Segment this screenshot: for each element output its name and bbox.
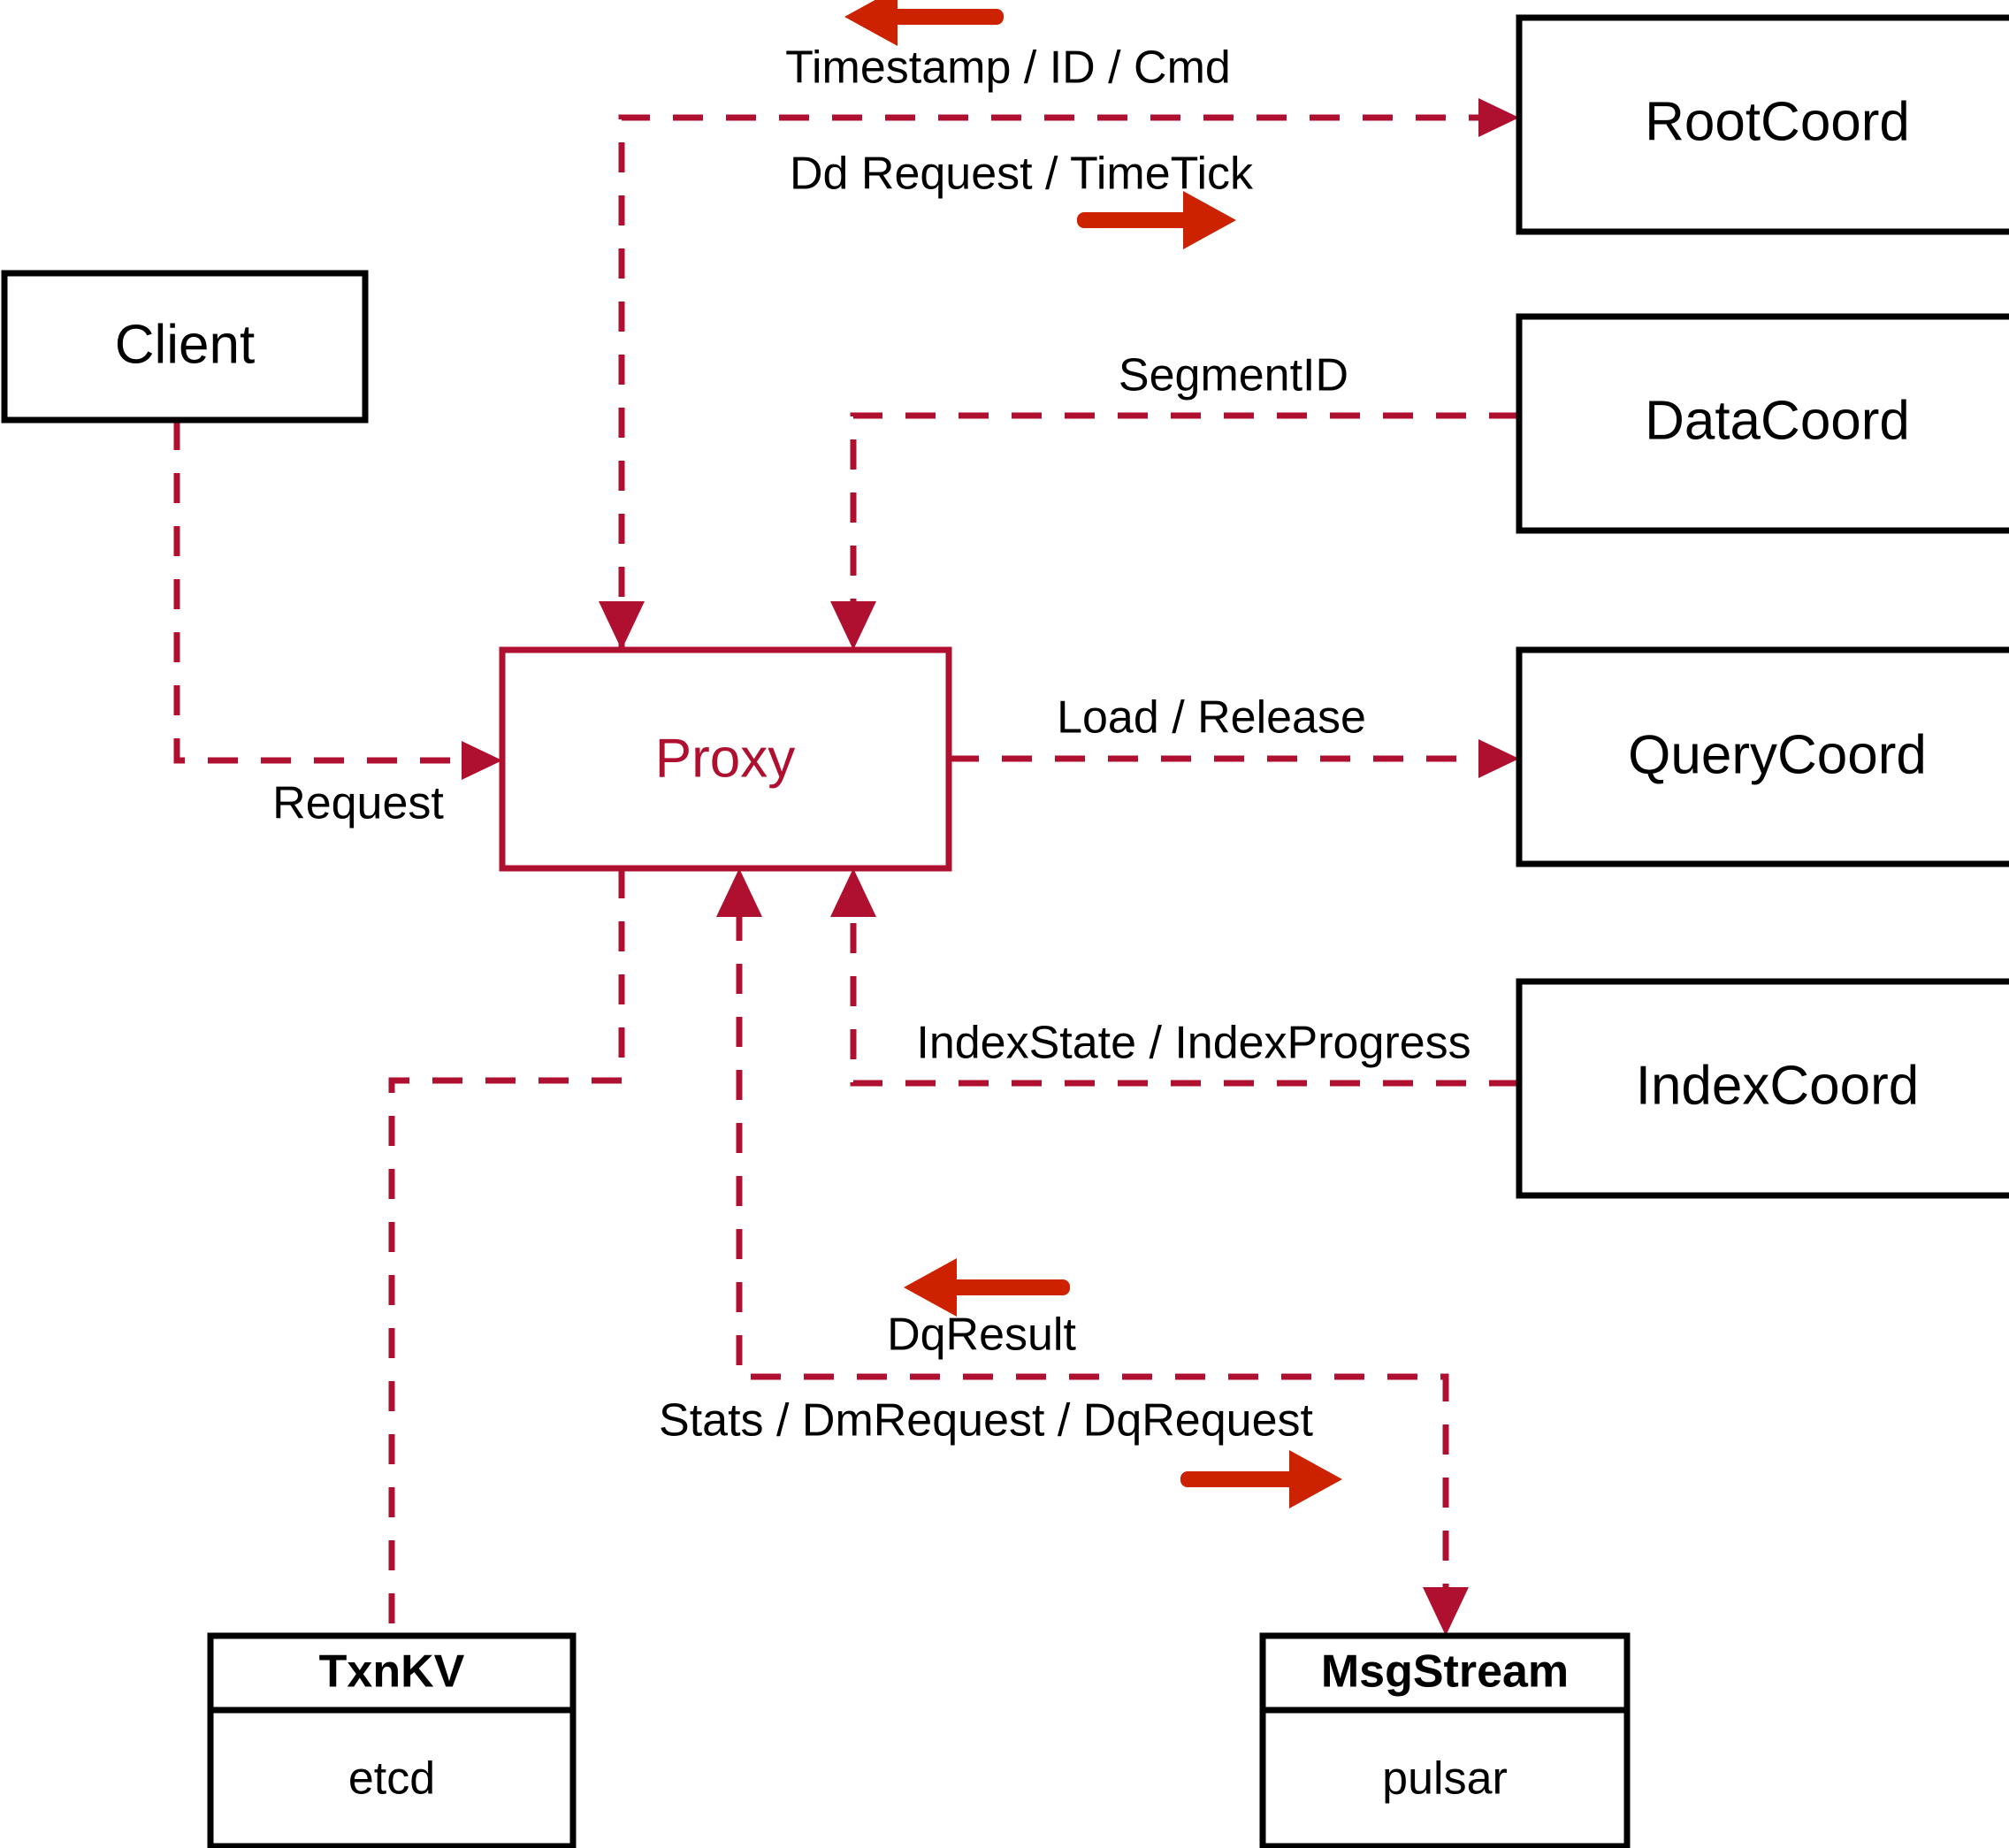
arrowhead-rootcoord-in <box>1478 98 1519 137</box>
edge-proxy-to-msgstream <box>716 868 1469 1636</box>
node-proxy[interactable]: Proxy <box>499 646 952 872</box>
node-proxy-rect[interactable] <box>499 646 952 872</box>
node-msgstream-impl: pulsar <box>1382 1753 1508 1805</box>
node-rootcoord-rect[interactable] <box>1516 14 2009 235</box>
edge-rootcoord-to-proxy <box>599 601 645 650</box>
node-msgstream-title: MsgStream <box>1321 1646 1569 1698</box>
edge-label-stats-dmrequest-dqrequest: Stats / DmRequest / DqRequest <box>659 1395 1313 1447</box>
edge-path-txnkv <box>388 868 625 1636</box>
node-txnkv-title: TxnKV <box>319 1646 465 1698</box>
legend-arrow-left-bottom <box>904 1258 1070 1317</box>
edge-label-timestamp-id-cmd: Timestamp / ID / Cmd <box>785 42 1231 94</box>
arrowhead-proxy-bottom-mid-in <box>716 868 762 917</box>
edge-label-request: Request <box>272 778 444 829</box>
edge-datacoord-to-proxy <box>830 412 1519 650</box>
legend-arrow-left-top <box>844 0 1004 46</box>
node-msgstream-rect[interactable] <box>1259 1632 1631 1848</box>
edge-path-stats-dmrequest-dqrequest <box>736 911 1449 1592</box>
node-datacoord[interactable]: DataCoord <box>1516 313 2009 534</box>
edge-client-to-proxy <box>173 420 502 780</box>
edge-indexcoord-to-proxy <box>830 868 1519 1087</box>
node-msgstream[interactable]: MsgStream pulsar <box>1259 1632 1631 1848</box>
edge-proxy-to-rootcoord <box>618 98 1519 650</box>
edge-label-dqresult: DqResult <box>887 1310 1076 1361</box>
node-txnkv-rect[interactable] <box>207 1632 577 1848</box>
legend-arrow-right-top <box>1077 191 1236 249</box>
edge-label-segmentid: SegmentID <box>1119 350 1348 401</box>
arrowhead-msgstream-in <box>1423 1587 1469 1636</box>
node-querycoord[interactable]: QueryCoord <box>1516 646 2009 867</box>
node-txnkv-impl: etcd <box>348 1753 435 1805</box>
node-client-label: Client <box>115 314 256 375</box>
node-rootcoord-label: RootCoord <box>1645 91 1910 152</box>
legend-arrow-right-bottom <box>1180 1450 1342 1508</box>
node-indexcoord-label: IndexCoord <box>1636 1055 1920 1116</box>
arrowhead-querycoord-in <box>1478 739 1519 778</box>
node-txnkv[interactable]: TxnKV etcd <box>207 1632 577 1848</box>
edge-path-dd-request-timetick <box>618 114 1494 650</box>
edge-label-dd-request-timetick: Dd Request / TimeTick <box>790 149 1254 200</box>
node-datacoord-label: DataCoord <box>1645 390 1910 451</box>
arrowhead-proxy-top-right-in <box>830 601 876 650</box>
edge-label-load-release: Load / Release <box>1057 692 1366 744</box>
edge-path-request <box>173 420 477 764</box>
node-indexcoord-rect[interactable] <box>1516 978 2009 1199</box>
node-proxy-label: Proxy <box>655 728 795 789</box>
arrowhead-proxy-top-left-in <box>599 601 645 650</box>
arrowhead-proxy-bottom-right-in <box>830 868 876 917</box>
node-rootcoord[interactable]: RootCoord <box>1516 14 2009 235</box>
edge-proxy-to-querycoord <box>949 739 1519 778</box>
node-client[interactable]: Client <box>1 270 369 424</box>
node-indexcoord[interactable]: IndexCoord <box>1516 978 2009 1199</box>
node-querycoord-rect[interactable] <box>1516 646 2009 867</box>
edge-path-indexstate <box>850 911 1519 1087</box>
node-client-rect[interactable] <box>1 270 369 424</box>
edge-path-segmentid <box>850 412 1519 610</box>
arrowhead-proxy-left-in <box>462 741 502 780</box>
node-datacoord-rect[interactable] <box>1516 313 2009 534</box>
edge-label-indexstate-indexprogress: IndexState / IndexProgress <box>916 1018 1470 1069</box>
node-querycoord-label: QueryCoord <box>1628 724 1927 785</box>
edge-proxy-to-txnkv <box>388 868 625 1636</box>
